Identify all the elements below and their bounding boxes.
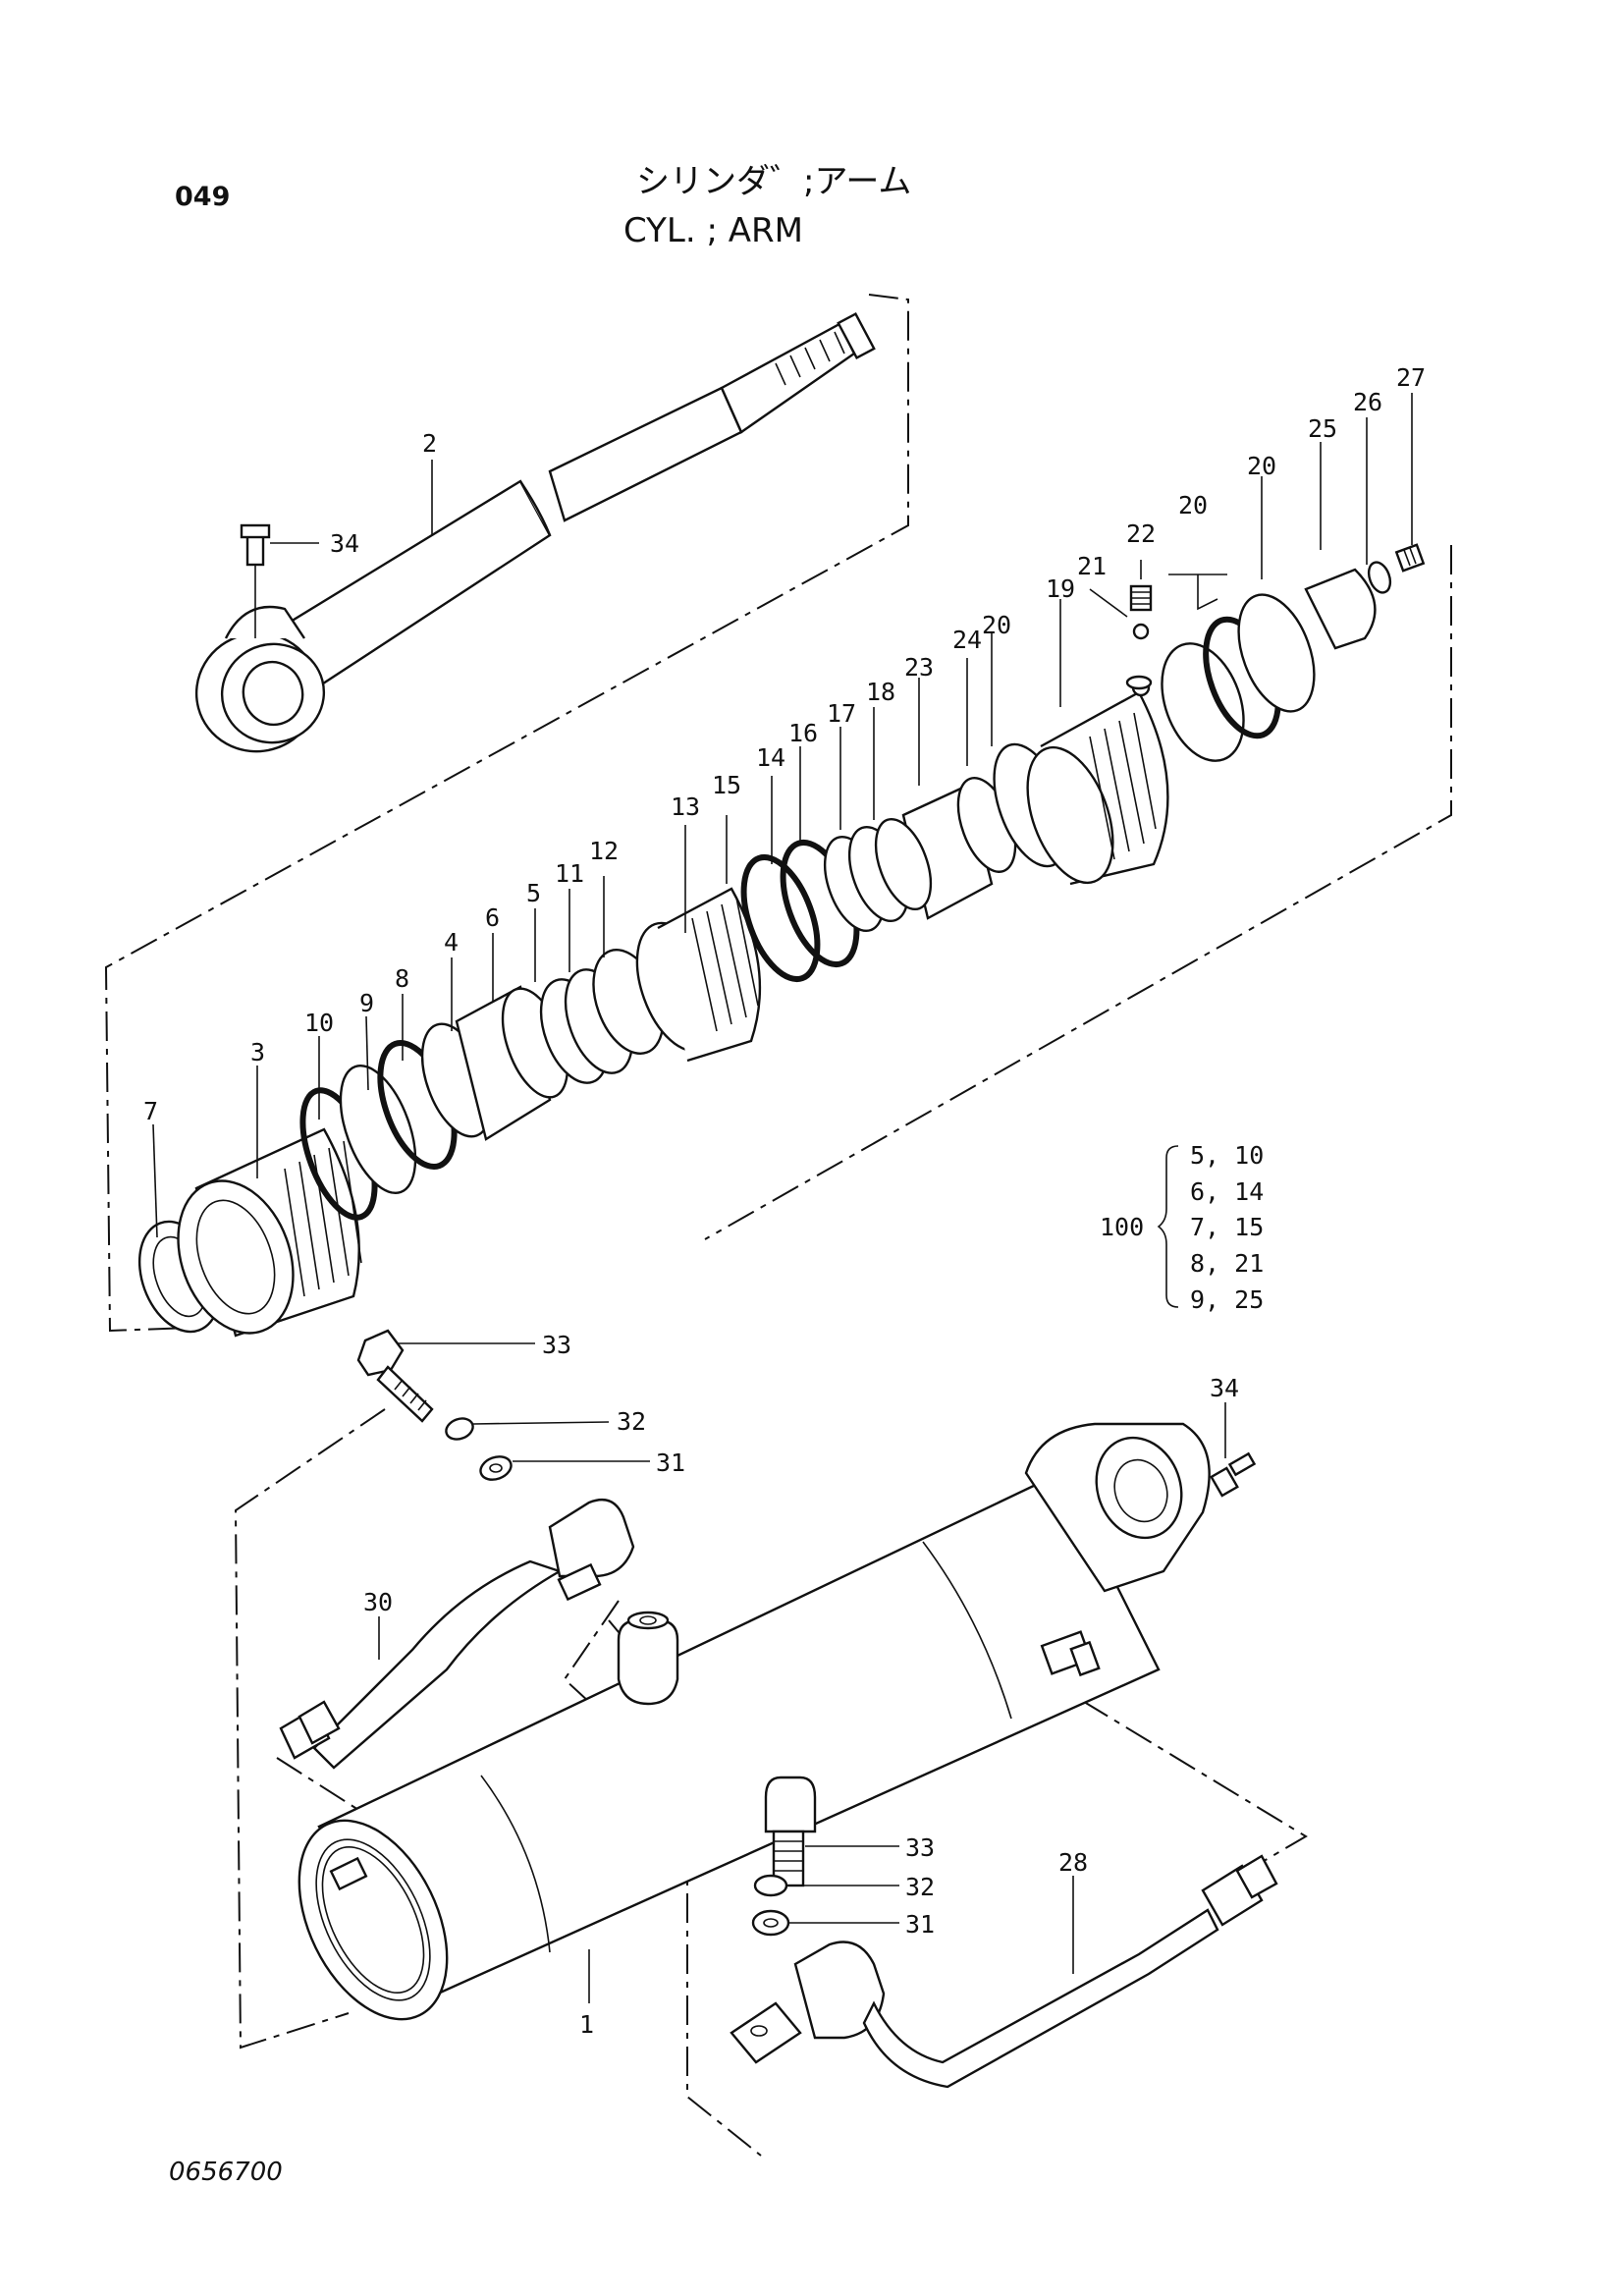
callout-23: 22: [1126, 519, 1156, 548]
bolt-set-upper: [356, 1329, 513, 1481]
grease-fitting-lower: [1210, 1451, 1257, 1498]
callout-27: 26: [1353, 388, 1382, 416]
callout-17: 17: [827, 699, 856, 728]
callout-3: 3: [250, 1038, 265, 1066]
callout-18: 18: [866, 678, 895, 706]
kit-item-4: 8, 21: [1190, 1249, 1264, 1278]
callout-12: 12: [589, 837, 619, 865]
title-japanese: シリンダ゛;アーム: [636, 162, 911, 201]
seal-kit-legend: 100 5, 10 6, 14 7, 15 8, 21 9, 25: [1100, 1141, 1264, 1314]
drawing-code: 0656700: [169, 2158, 283, 2187]
callout-22: 21: [1077, 552, 1107, 580]
kit-item-1: 5, 10: [1190, 1141, 1264, 1170]
callout-1: 1: [579, 2010, 594, 2039]
callout-29: 28: [1058, 1848, 1088, 1877]
callout-34-lower: 34: [1210, 1374, 1239, 1402]
piston-rod: [194, 312, 876, 753]
callout-8: 8: [395, 964, 409, 993]
callout-5: 5: [526, 879, 541, 907]
callout-14: 14: [756, 743, 785, 772]
callout-33-upper: 33: [542, 1331, 571, 1359]
callout-25: 24: [952, 626, 982, 654]
callout-26: 25: [1308, 414, 1337, 443]
callout-10: 10: [304, 1009, 334, 1037]
callout-6: 6: [485, 903, 500, 932]
callout-24: 23: [904, 653, 934, 682]
callout-16: 16: [788, 719, 818, 747]
cylinder-head-group: [137, 1040, 458, 1338]
kit-item-3: 7, 15: [1190, 1213, 1264, 1241]
piston-group: [635, 742, 1069, 1063]
pipe-29: [730, 1854, 1278, 2089]
callout-21: 20: [1178, 491, 1208, 519]
gland-bushing-group: [420, 948, 665, 1141]
callout-28: 27: [1396, 363, 1426, 392]
callout-30: 30: [363, 1588, 393, 1616]
callout-33-lower: 33: [905, 1833, 935, 1862]
callout-11: 11: [555, 859, 584, 888]
callout-4: 4: [444, 928, 459, 957]
kit-number: 100: [1100, 1213, 1144, 1241]
callout-2: 2: [422, 429, 437, 458]
callout-31-upper: 31: [656, 1449, 685, 1477]
callout-9: 9: [359, 989, 374, 1017]
callouts-upper: 7 3 10 9 8 4 6 5 11 12 13 15 14 16 17 18…: [143, 363, 1426, 1125]
cushion-nut-group: [1026, 543, 1426, 886]
callout-32-lower: 32: [905, 1873, 935, 1901]
bolt-set-lower: [751, 1776, 817, 1937]
callout-13: 13: [671, 793, 700, 821]
title-english: CYL. ; ARM: [623, 211, 803, 250]
kit-item-2: 6, 14: [1190, 1177, 1264, 1206]
pipe-30: [279, 1498, 635, 1770]
callout-20-upper: 20: [1247, 452, 1276, 480]
callout-7: 7: [143, 1097, 158, 1125]
callout-15: 15: [712, 771, 741, 799]
callout-32-upper: 32: [617, 1407, 646, 1436]
page-number: 049: [175, 182, 230, 212]
callout-31-lower: 31: [905, 1910, 935, 1939]
cylinder-tube: [298, 1422, 1211, 2021]
leader-lines-upper: [152, 393, 1413, 1238]
callout-19: 19: [1046, 574, 1075, 603]
callout-20-lower: 20: [982, 611, 1011, 639]
kit-item-5: 9, 25: [1190, 1285, 1264, 1314]
callout-34-top: 34: [330, 529, 359, 558]
